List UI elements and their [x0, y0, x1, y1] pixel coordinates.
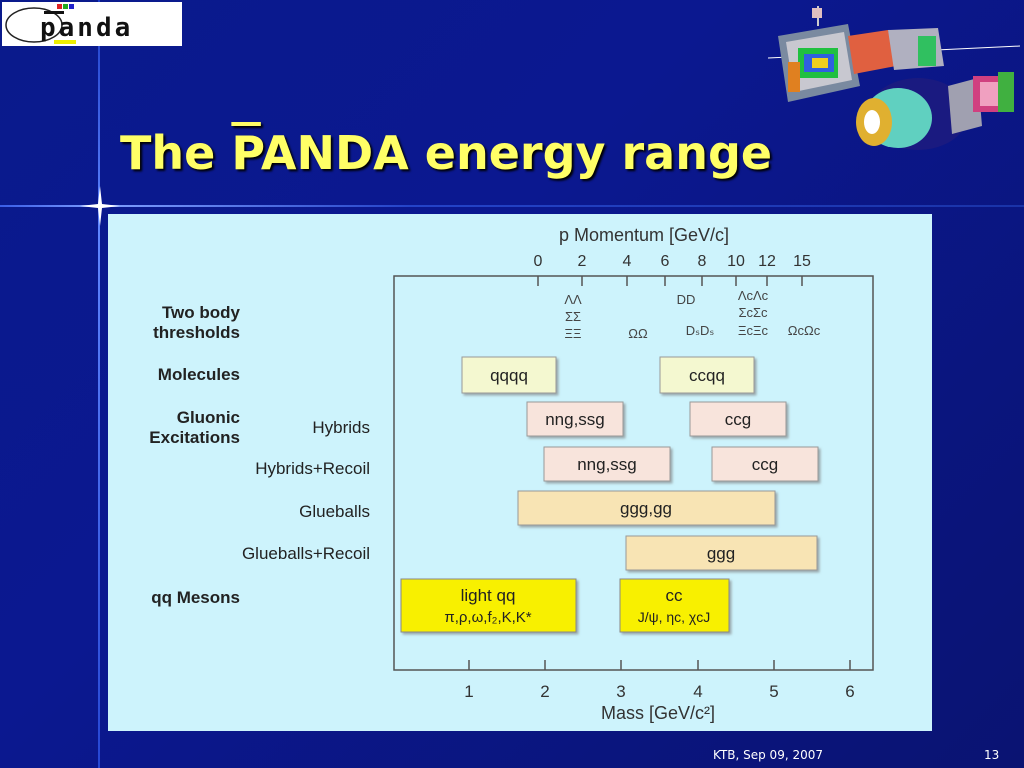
box-hybrids-charm-label: ccg	[725, 410, 751, 429]
momentum-ticks: 0 2 4 6 8 10 12 15	[534, 253, 811, 270]
decor-vertical-line	[98, 0, 100, 768]
box-hybrids-recoil-charm-label: ccg	[752, 455, 778, 474]
box-mesons-light-label-1: light qq	[461, 586, 516, 605]
momentum-tick-0: 0	[534, 253, 543, 270]
row-label-hybrids-recoil: Hybrids+Recoil	[255, 459, 370, 478]
mass-tick-5: 5	[769, 682, 778, 701]
box-molecules-charm	[659, 356, 755, 394]
momentum-tick-2: 2	[578, 253, 587, 270]
threshold-xi: ΞΞ	[565, 326, 582, 341]
row-label-mesons: qq Mesons	[151, 588, 240, 607]
threshold-omega-c: ΩcΩc	[788, 323, 821, 338]
slide-title: The PANDA energy range	[120, 126, 773, 180]
box-hybrids-light	[526, 401, 624, 437]
row-label-gluonic-1: Gluonic	[177, 408, 240, 427]
row-label-two-body-2: thresholds	[153, 323, 240, 342]
row-label-two-body-1: Two body	[162, 303, 241, 322]
box-molecules-charm-label: ccqq	[689, 366, 725, 385]
box-molecules-light-label: qqqq	[490, 366, 528, 385]
momentum-tick-10: 10	[727, 253, 745, 270]
box-mesons-light-label-2: π,ρ,ω,f₂,K,K*	[444, 609, 531, 626]
mass-axis-label: Mass [GeV/c²]	[601, 703, 715, 723]
box-hybrids-charm	[689, 401, 787, 437]
momentum-tick-4: 4	[623, 253, 632, 270]
box-mesons-light	[400, 578, 577, 633]
box-mesons-charm-label-1: cc	[666, 586, 684, 605]
row-label-glueballs-recoil: Glueballs+Recoil	[242, 544, 370, 563]
logo-text: panda	[40, 13, 133, 43]
threshold-xi-c: ΞcΞc	[738, 323, 768, 338]
row-label-glueballs: Glueballs	[299, 502, 370, 521]
mass-ticks: 1 2 3 4 5 6	[464, 682, 854, 701]
box-glueballs-recoil	[625, 535, 818, 571]
box-hybrids-recoil-charm	[711, 446, 819, 482]
momentum-tick-15: 15	[793, 253, 811, 270]
mass-tick-3: 3	[616, 682, 625, 701]
box-hybrids-recoil-light	[543, 446, 671, 482]
mass-tick-2: 2	[540, 682, 549, 701]
mass-tick-marks	[468, 660, 851, 670]
threshold-dd: DD	[677, 292, 696, 307]
row-label-gluonic-2: Excitations	[149, 428, 240, 447]
panda-logo: panda	[2, 2, 182, 46]
energy-range-diagram: p Momentum [GeV/c] 0 2 4 6 8 10 12 15 Tw…	[108, 214, 932, 731]
box-mesons-charm-label-2: J/ψ, ηc, χcJ	[638, 609, 711, 625]
box-molecules-light	[461, 356, 557, 394]
momentum-axis-label: p Momentum [GeV/c]	[559, 225, 729, 245]
box-glueballs	[517, 490, 776, 526]
threshold-sigma-c: ΣcΣc	[738, 305, 768, 320]
box-mesons-charm	[619, 578, 730, 633]
momentum-tick-12: 12	[758, 253, 776, 270]
mass-tick-4: 4	[693, 682, 702, 701]
page-number: 13	[984, 748, 1000, 762]
mass-tick-1: 1	[464, 682, 473, 701]
decor-horizontal-line	[0, 205, 1024, 207]
threshold-dsds: DₛDₛ	[686, 323, 715, 338]
threshold-omega: ΩΩ	[628, 326, 648, 341]
row-label-molecules: Molecules	[158, 365, 240, 384]
footer-text: KTB, Sep 09, 2007	[713, 748, 823, 762]
detector-illustration	[768, 6, 1020, 150]
threshold-sigma: ΣΣ	[565, 309, 581, 324]
plot-frame	[393, 275, 874, 671]
threshold-lambda: ΛΛ	[564, 292, 582, 307]
box-hybrids-recoil-light-label: nng,ssg	[577, 455, 637, 474]
sparkle-icon	[80, 186, 120, 226]
row-label-hybrids: Hybrids	[312, 418, 370, 437]
momentum-tick-8: 8	[698, 253, 707, 270]
box-hybrids-light-label: nng,ssg	[545, 410, 605, 429]
box-glueballs-recoil-label: ggg	[707, 544, 735, 563]
thresholds: ΛΛ ΣΣ ΞΞ ΩΩ DD DₛDₛ ΛcΛc ΣcΣc ΞcΞc ΩcΩc	[564, 288, 820, 341]
box-glueballs-label: ggg,gg	[620, 499, 672, 518]
mass-tick-6: 6	[845, 682, 854, 701]
momentum-tick-6: 6	[661, 253, 670, 270]
momentum-tick-marks	[537, 276, 803, 286]
threshold-lambda-c: ΛcΛc	[738, 288, 769, 303]
